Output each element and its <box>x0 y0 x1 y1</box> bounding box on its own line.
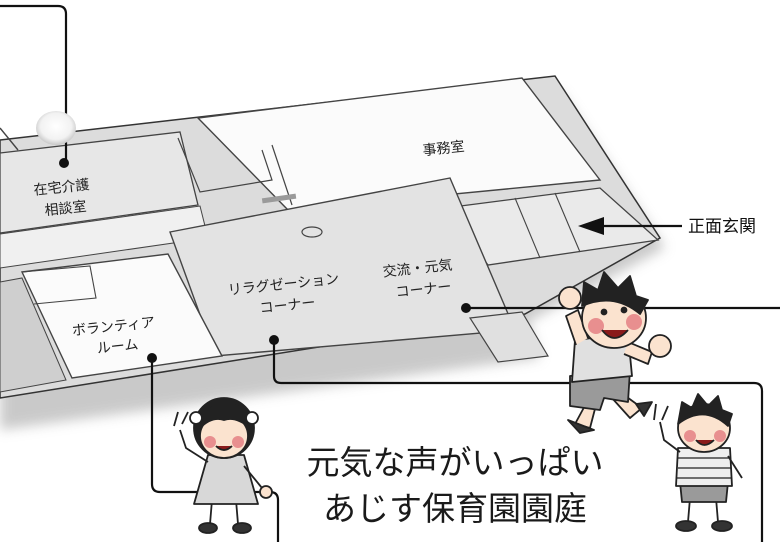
boy1-mouth <box>601 329 629 339</box>
boy2-shirt-stripes <box>677 457 731 479</box>
girl-bow-left <box>189 411 203 425</box>
entrance-pointer: 正面玄関 <box>578 217 756 237</box>
boy2-shoe-right <box>711 520 733 532</box>
girl-bow-right <box>245 411 259 425</box>
callout-home-care <box>0 4 68 160</box>
label-relaxation-2: コーナー <box>259 295 316 317</box>
boy2-cheek-left <box>684 430 696 442</box>
boy1-fist-left <box>558 286 582 310</box>
boy-v-sign-illustration <box>653 393 743 532</box>
label-volunteer-2: ルーム <box>96 337 139 357</box>
pin-dot-icon <box>461 303 471 313</box>
boy1-cheek-left <box>588 318 604 334</box>
boy1-eye-right <box>620 306 628 314</box>
entrance-wall-2 <box>554 192 581 253</box>
office-inner-wall <box>177 137 273 193</box>
boy1-fist-right <box>648 334 672 358</box>
caption-line-2: あじす保育園園庭 <box>323 489 587 528</box>
boy-jumping-illustration <box>558 271 672 434</box>
room-volunteer-floor <box>20 253 224 379</box>
girl-cheek-left <box>204 436 216 448</box>
boy1-shoes <box>567 401 653 434</box>
boy1-arm-right <box>623 341 653 365</box>
boy1-cheek-right <box>626 314 642 330</box>
boy1-hair <box>581 271 649 315</box>
room-home-care-floor <box>0 131 199 234</box>
boy2-hair <box>677 393 733 427</box>
boy2-hand-left <box>653 403 669 421</box>
label-exchange-2: コーナー <box>395 279 452 301</box>
pin-dot-icon <box>59 158 69 168</box>
label-office: 事務室 <box>422 138 466 159</box>
label-home-care-1: 在宅介護 <box>33 177 90 199</box>
marker-dots <box>59 158 471 363</box>
girl-cheek-right <box>232 436 244 448</box>
girl-mouth <box>215 445 233 451</box>
girl-arm-left <box>179 429 209 463</box>
caption-line-1: 元気な声がいっぱい <box>307 443 604 482</box>
caption: 元気な声がいっぱい あじす保育園園庭 <box>307 443 604 528</box>
girl-bangs <box>199 403 251 429</box>
door-marker <box>261 193 297 204</box>
lamp-glow <box>36 111 76 145</box>
boy2-shirt <box>675 447 733 487</box>
annex-floor <box>468 311 549 363</box>
girl-shoe-left <box>198 522 218 534</box>
boy2-arm-left <box>659 421 681 453</box>
girl-dress <box>193 454 259 505</box>
floor-plan <box>0 75 665 430</box>
callout-relaxation <box>272 340 764 542</box>
entrance-wall-1 <box>514 197 541 259</box>
girl-hand-left <box>173 411 189 427</box>
boy2-cheek-right <box>714 430 726 442</box>
entrance-label: 正面玄関 <box>688 217 756 237</box>
pin-dot-icon <box>147 353 157 363</box>
arrow-left-head <box>578 217 604 235</box>
boy2-shoe-left <box>675 520 697 532</box>
label-home-care-2: 相談室 <box>44 198 88 219</box>
ceiling-light <box>301 226 323 238</box>
boy1-eye-left <box>600 308 608 316</box>
left-dark-strip <box>0 277 67 393</box>
boy2-arm-right <box>727 455 743 479</box>
wall-fragment <box>0 127 19 151</box>
girl-arm-right <box>243 465 263 489</box>
girl-hand-right <box>259 485 273 499</box>
volunteer-inner-wall <box>21 265 97 305</box>
girl-shoe-right <box>232 522 252 534</box>
pin-dot-icon <box>269 335 279 345</box>
boy2-mouth <box>695 439 715 446</box>
room-office-floor <box>196 77 602 211</box>
girl-illustration <box>173 397 273 534</box>
